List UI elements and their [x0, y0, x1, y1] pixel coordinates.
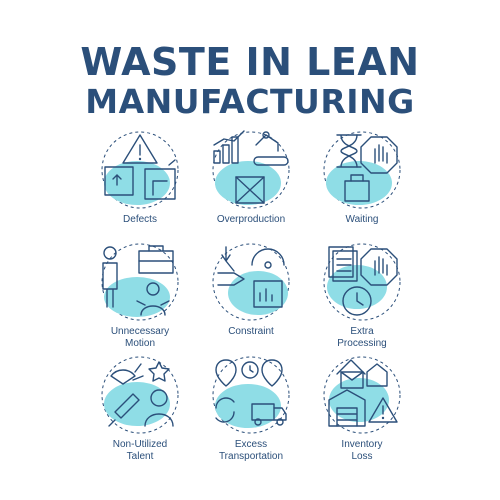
- rocket-person-star-icon: [101, 356, 179, 434]
- warehouse-warning-icon: [323, 356, 401, 434]
- item-label: Waiting: [345, 214, 379, 225]
- item-label: Inventory Loss: [341, 439, 383, 462]
- route-truck-icon: [212, 356, 290, 434]
- item-label: Defects: [123, 214, 157, 225]
- factory-conveyor-robot-arm-icon: [212, 130, 290, 209]
- item-label: Non-Utilized Talent: [112, 439, 168, 462]
- item-label: Extra Processing: [337, 326, 387, 349]
- page-title-line2: MANUFACTURING: [85, 82, 415, 121]
- item-label: Constraint: [228, 326, 274, 337]
- bottleneck-gauge-icon: [212, 243, 290, 321]
- item-label: Unnecessary Motion: [110, 326, 170, 349]
- documents-stop-clock-icon: [323, 243, 401, 321]
- hourglass-stop-hand-icon: [323, 131, 401, 209]
- item-label: Overproduction: [216, 214, 286, 225]
- worker-toolbox-icon: [101, 243, 179, 321]
- item-label: Excess Transportation: [218, 439, 284, 462]
- page-title-line1: WASTE IN LEAN: [80, 40, 420, 84]
- defective-box-warning-icon: [101, 131, 179, 209]
